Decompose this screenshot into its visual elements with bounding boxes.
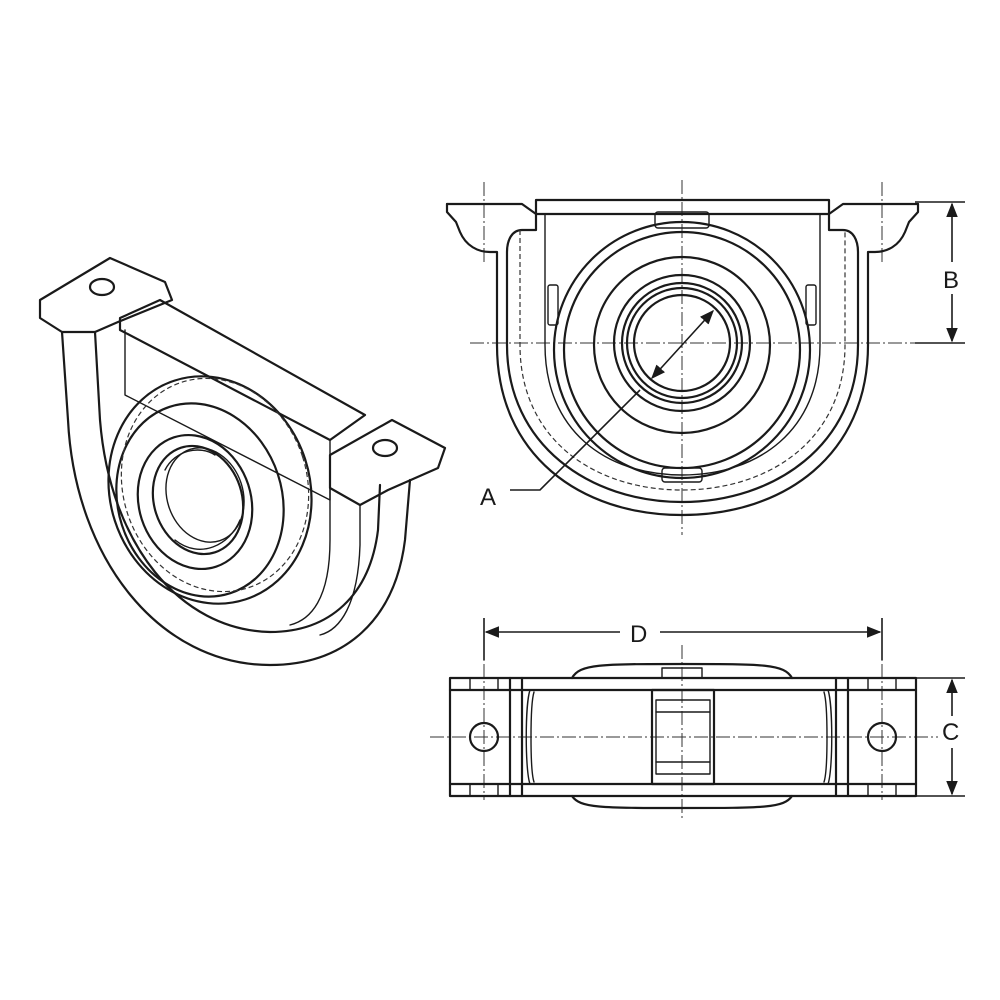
dim-d-label: D [630, 621, 647, 648]
left-tab-hole [88, 277, 116, 297]
dim-b-label: B [943, 267, 959, 294]
front-left-flange [445, 202, 538, 347]
rubber-ring-outer [107, 375, 313, 605]
dim-c-label: C [942, 719, 959, 746]
top-view: D C [430, 616, 966, 820]
front-bore [632, 293, 732, 393]
top-plate [118, 298, 367, 442]
front-bracket-outer [495, 343, 870, 517]
top-left-hole [468, 721, 500, 753]
front-view: A B [445, 180, 966, 535]
dim-a-label: A [480, 484, 496, 511]
front-right-flange [827, 202, 920, 347]
left-tab [38, 256, 174, 334]
isometric-view [38, 256, 447, 667]
front-insulator-inner [592, 255, 772, 435]
right-tab [328, 418, 447, 507]
rubber-ring-inner [115, 402, 285, 598]
top-right-hole [866, 721, 898, 753]
right-tab-hole [371, 438, 399, 458]
front-insulator-outer [552, 220, 812, 480]
bearing-outer [136, 433, 254, 571]
bearing-inner [151, 444, 245, 556]
top-bearing [650, 688, 716, 786]
dim-a-line [651, 309, 714, 380]
top-insulator-bulge-top [570, 662, 794, 680]
top-insulator-bulge-bottom [570, 794, 794, 810]
bracket-outer [60, 330, 412, 667]
dim-a-leader [510, 389, 641, 491]
front-bearing-outer [612, 273, 752, 413]
